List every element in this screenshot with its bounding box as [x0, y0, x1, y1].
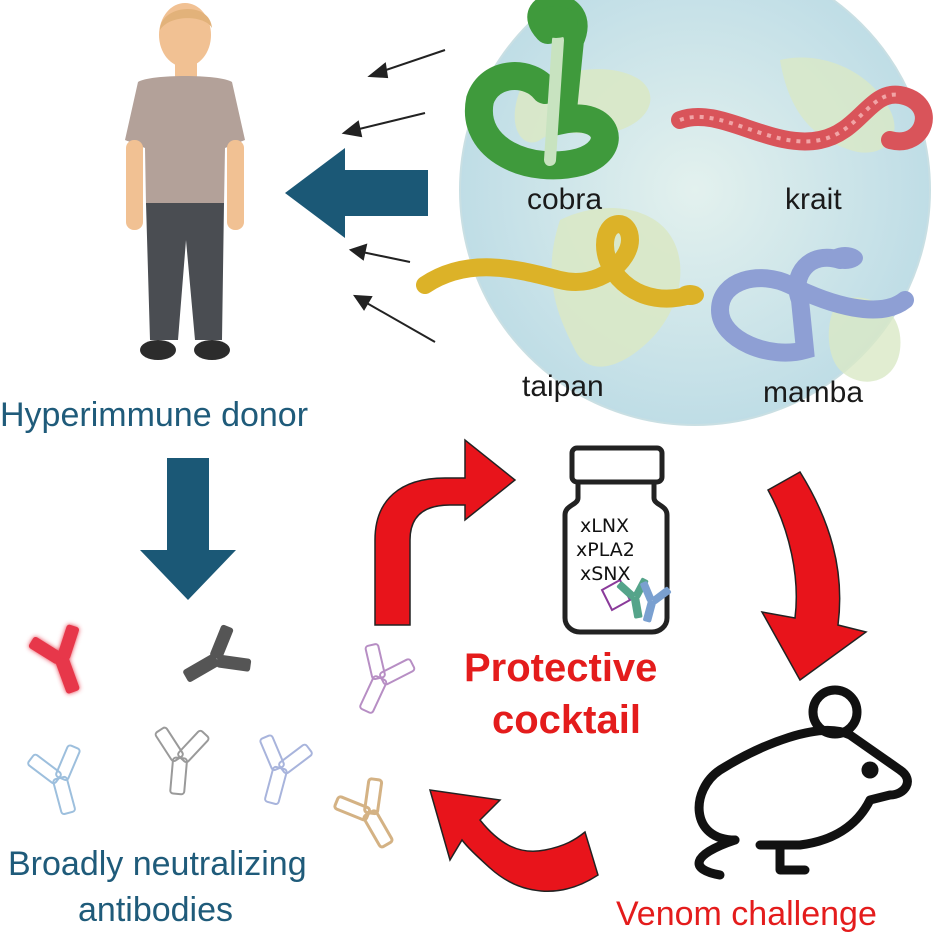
vial-item-xsnx: xSNX	[580, 563, 631, 585]
label-krait: krait	[785, 183, 842, 216]
label-cobra: cobra	[527, 183, 603, 216]
venom-source-arrows	[341, 49, 446, 343]
vial-item-xlnx: xLNX	[580, 515, 630, 537]
taipan-icon	[416, 215, 704, 308]
label-venom-challenge: Venom challenge	[616, 895, 877, 933]
person-icon	[125, 3, 245, 360]
label-taipan: taipan	[522, 370, 604, 403]
vial-icon	[562, 445, 674, 635]
label-mamba: mamba	[763, 376, 864, 409]
krait-icon	[671, 85, 933, 151]
label-antibodies-line2: antibodies	[78, 891, 234, 929]
label-cocktail: cocktail	[492, 698, 641, 742]
to-antibodies-arrow	[140, 458, 236, 600]
label-hyperimmune-donor: Hyperimmune donor	[0, 396, 309, 434]
mamba-icon	[710, 247, 914, 362]
red-cycle-arrows	[374, 438, 868, 892]
vial-item-xpla2: xPLA2	[576, 539, 635, 561]
label-antibodies-line1: Broadly neutralizing	[8, 845, 307, 883]
to-donor-arrow	[285, 148, 428, 238]
mouse-icon	[694, 685, 912, 880]
label-protective: Protective	[464, 646, 658, 690]
cobra-icon	[464, 0, 619, 180]
antibody-icon	[23, 619, 420, 860]
